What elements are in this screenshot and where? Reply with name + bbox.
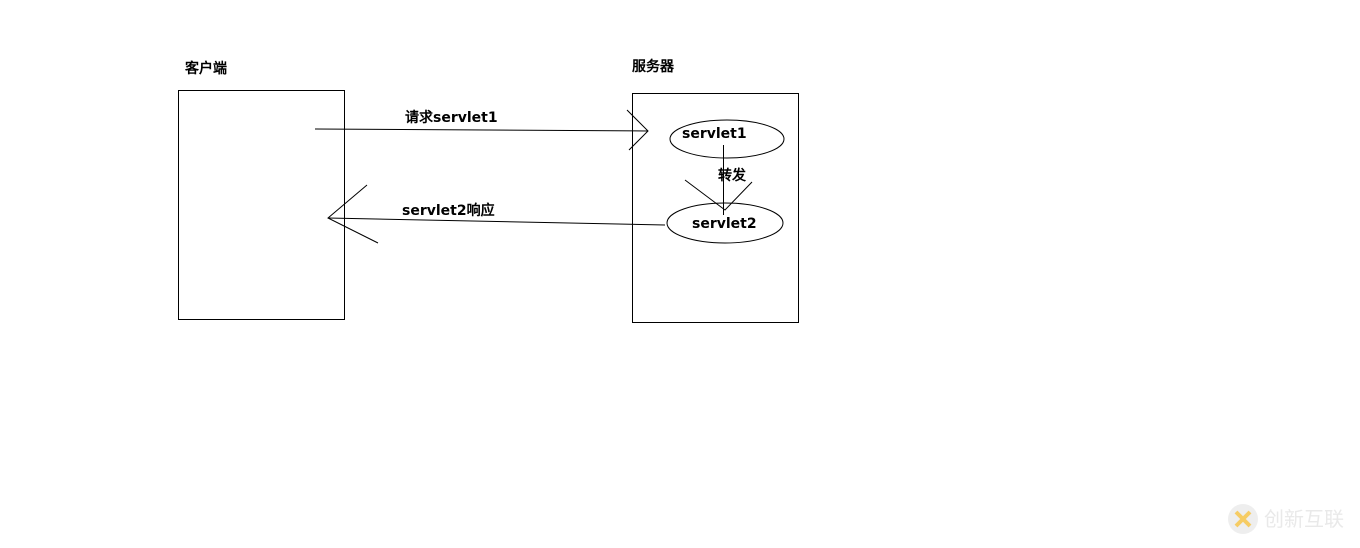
- servlet2-label: servlet2: [692, 216, 757, 232]
- response-label: servlet2响应: [402, 202, 495, 219]
- client-box: [178, 90, 345, 320]
- client-label: 客户端: [184, 60, 227, 77]
- response-arrow: [327, 184, 666, 244]
- request-arrow: [314, 109, 649, 151]
- servlet2-node: [666, 202, 784, 244]
- servlet1-label: servlet1: [682, 126, 747, 142]
- watermark-logo: 创新互联: [1228, 504, 1344, 534]
- server-label: 服务器: [632, 58, 675, 75]
- server-box: [632, 93, 799, 323]
- watermark-text: 创新互联: [1264, 507, 1344, 531]
- servlet1-node: [669, 119, 785, 159]
- forward-label: 转发: [718, 167, 747, 184]
- request-label: 请求servlet1: [405, 109, 498, 126]
